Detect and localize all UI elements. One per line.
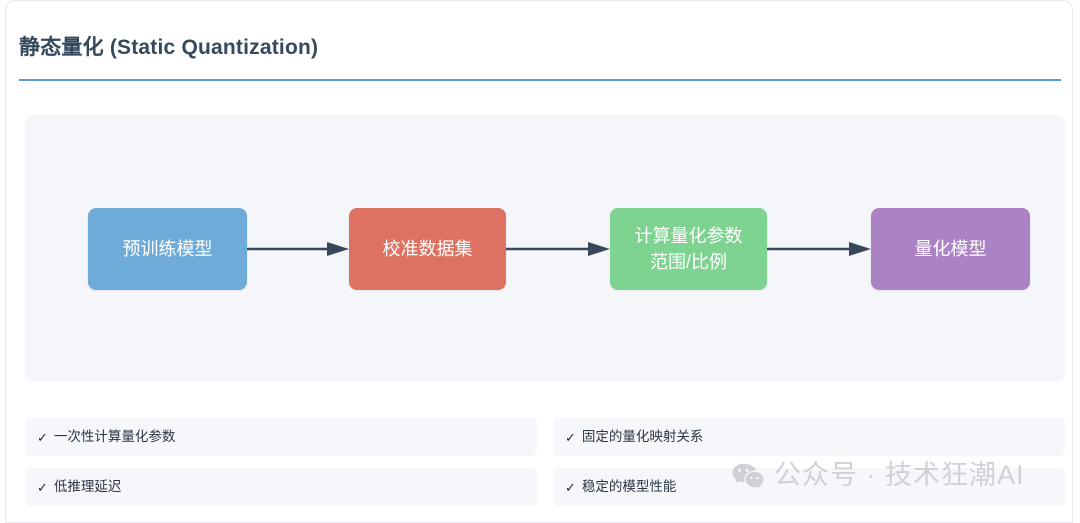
flow-node-calibration-dataset[interactable]: 校准数据集: [349, 208, 506, 290]
list-item-label: 固定的量化映射关系: [581, 429, 704, 445]
list-item-label: 低推理延迟: [53, 479, 122, 495]
page-card: 静态量化 (Static Quantization) 预训练模型 校准数据集: [5, 0, 1073, 523]
list-item[interactable]: ✓ 稳定的模型性能: [553, 468, 1065, 506]
page-title-wrap: 静态量化 (Static Quantization): [19, 35, 1061, 61]
flow-diagram: 预训练模型 校准数据集 计算量化参数 范围/比: [25, 115, 1065, 382]
flow-node-label-line1: 计算量化参数: [634, 226, 743, 246]
list-item-label: 稳定的模型性能: [581, 479, 677, 495]
diagram-panel: 预训练模型 校准数据集 计算量化参数 范围/比: [25, 115, 1065, 382]
check-icon: ✓: [565, 479, 576, 495]
title-divider: [19, 79, 1061, 81]
flow-node-label: 量化模型: [914, 239, 987, 259]
arrow-right-icon: [767, 242, 871, 256]
flow-node-label: 预训练模型: [122, 239, 213, 259]
list-item-label: 一次性计算量化参数: [53, 429, 176, 445]
check-icon: ✓: [37, 479, 48, 495]
feature-list: ✓ 一次性计算量化参数 ✓ 固定的量化映射关系 ✓ 低推理延迟 ✓ 稳定的模型性…: [25, 418, 1065, 506]
flow-node-label-group: 计算量化参数 范围/比例: [635, 223, 743, 275]
flow-node-compute-quant-params[interactable]: 计算量化参数 范围/比例: [610, 208, 767, 290]
page-title: 静态量化 (Static Quantization): [19, 36, 319, 59]
list-item[interactable]: ✓ 一次性计算量化参数: [25, 418, 537, 456]
list-item[interactable]: ✓ 固定的量化映射关系: [553, 418, 1065, 456]
arrow-right-icon: [247, 242, 349, 256]
arrow-right-icon: [506, 242, 610, 256]
list-item[interactable]: ✓ 低推理延迟: [25, 468, 537, 506]
flow-node-label-line2: 范围/比例: [649, 252, 727, 272]
check-icon: ✓: [37, 429, 48, 445]
flow-node-label: 校准数据集: [382, 239, 473, 259]
check-icon: ✓: [565, 429, 576, 445]
flow-node-quantized-model[interactable]: 量化模型: [871, 208, 1030, 290]
flow-node-pretrained-model[interactable]: 预训练模型: [88, 208, 247, 290]
feature-grid: ✓ 一次性计算量化参数 ✓ 固定的量化映射关系 ✓ 低推理延迟 ✓ 稳定的模型性…: [25, 418, 1065, 506]
